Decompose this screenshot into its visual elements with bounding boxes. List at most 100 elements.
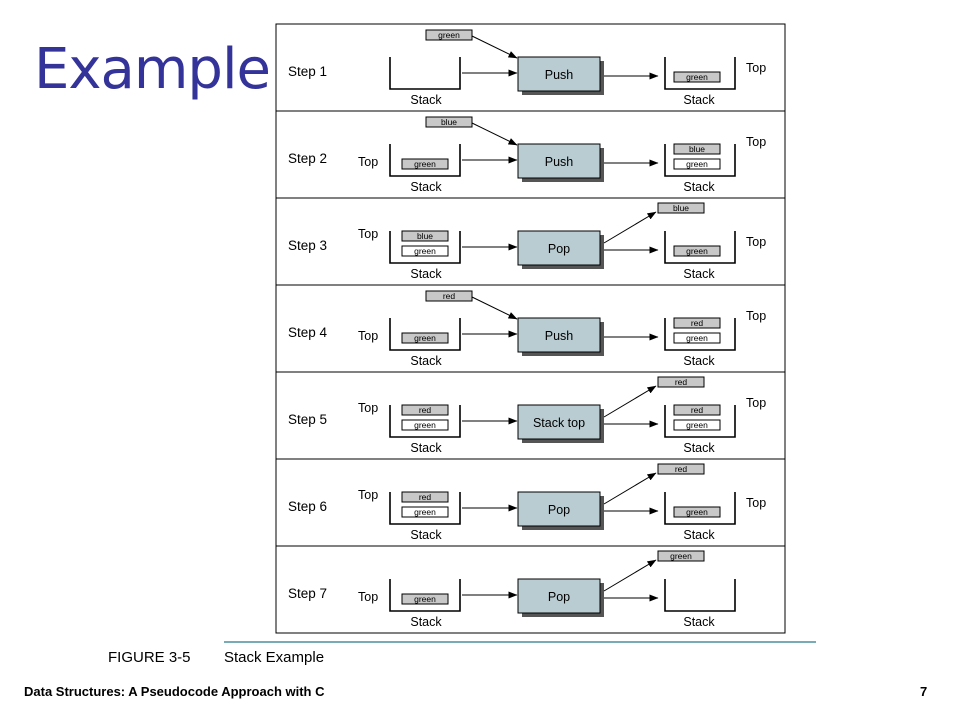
- top-label: Top: [746, 61, 766, 75]
- stack-before: [389, 144, 461, 177]
- operation-box: [517, 578, 601, 614]
- step-label: Step 7: [288, 586, 327, 601]
- footer-title: Data Structures: A Pseudocode Approach w…: [24, 684, 325, 699]
- stack-before: [389, 579, 461, 612]
- operation-label: Pop: [548, 242, 570, 256]
- output-element-label: red: [675, 464, 688, 474]
- stack-after: [664, 57, 736, 90]
- stack-label: Stack: [683, 267, 715, 281]
- input-element-box: [425, 116, 473, 128]
- stack-element-label: blue: [689, 144, 705, 154]
- stack-element-box: [401, 404, 449, 416]
- stack-label: Stack: [683, 528, 715, 542]
- stack-label: Stack: [683, 615, 715, 629]
- input-element-label: red: [443, 291, 456, 301]
- top-label: Top: [746, 135, 766, 149]
- operation-label: Push: [545, 68, 574, 82]
- stack-element-label: green: [414, 507, 436, 517]
- stack-element-label: green: [414, 594, 436, 604]
- stack-label: Stack: [410, 267, 442, 281]
- stack-label: Stack: [683, 180, 715, 194]
- stack-element-box: [401, 245, 449, 257]
- operation-label: Pop: [548, 590, 570, 604]
- stack-element-box: [401, 419, 449, 431]
- stack-after: [664, 318, 736, 351]
- stack-element-box: [673, 317, 721, 329]
- stack-element-box: [401, 491, 449, 503]
- operation-box: [517, 143, 601, 179]
- stack-element-box: [401, 230, 449, 242]
- stack-element-label: green: [414, 333, 436, 343]
- stack-after: [664, 144, 736, 177]
- step-label: Step 5: [288, 412, 327, 427]
- output-arrow: [603, 211, 657, 244]
- stack-label: Stack: [410, 93, 442, 107]
- input-arrow: [471, 35, 518, 59]
- input-element-label: blue: [441, 117, 457, 127]
- stack-element-label: green: [686, 507, 708, 517]
- output-element-box: [657, 463, 705, 475]
- step-panel: Step 6StackredgreenTopPopredStackgreenTo…: [275, 458, 786, 547]
- stack-element-box: [673, 71, 721, 83]
- output-arrow: [603, 472, 657, 505]
- page-number: 7: [920, 684, 928, 699]
- operation-box: [517, 56, 601, 92]
- stack-label: Stack: [410, 528, 442, 542]
- stack-element-box: [673, 143, 721, 155]
- stack-element-box: [673, 245, 721, 257]
- stack-before: [389, 57, 461, 90]
- operation-label: Push: [545, 329, 574, 343]
- top-label: Top: [746, 496, 766, 510]
- stack-element-box: [673, 506, 721, 518]
- stack-label: Stack: [410, 180, 442, 194]
- stack-element-label: red: [419, 405, 432, 415]
- output-element-label: blue: [673, 203, 689, 213]
- figure-label: FIGURE 3-5: [108, 649, 191, 666]
- output-element-box: [657, 202, 705, 214]
- operation-label: Pop: [548, 503, 570, 517]
- top-label: Top: [746, 235, 766, 249]
- step-panel: Step 3StackbluegreenTopPopblueStackgreen…: [275, 197, 786, 286]
- stack-element-label: green: [686, 333, 708, 343]
- output-element-box: [657, 550, 705, 562]
- output-arrow: [603, 385, 657, 418]
- operation-label: Push: [545, 155, 574, 169]
- stack-element-box: [401, 332, 449, 344]
- stack-label: Stack: [410, 615, 442, 629]
- input-element-label: green: [438, 30, 460, 40]
- step-label: Step 2: [288, 151, 327, 166]
- input-arrow: [471, 122, 518, 146]
- input-element-box: [425, 290, 473, 302]
- top-label: Top: [358, 590, 378, 604]
- stack-element-label: green: [686, 159, 708, 169]
- input-arrow: [471, 296, 518, 320]
- step-label: Step 1: [288, 64, 327, 79]
- top-label: Top: [358, 227, 378, 241]
- stack-before: [389, 405, 461, 438]
- slide-title: Example: [34, 37, 271, 102]
- top-label: Top: [746, 396, 766, 410]
- stack-element-label: green: [414, 246, 436, 256]
- stack-element-box: [401, 506, 449, 518]
- stack-after: [664, 492, 736, 525]
- stack-label: Stack: [410, 354, 442, 368]
- stack-element-label: red: [419, 492, 432, 502]
- stack-after: [664, 579, 736, 612]
- top-label: Top: [358, 155, 378, 169]
- stack-label: Stack: [683, 441, 715, 455]
- output-element-box: [657, 376, 705, 388]
- top-label: Top: [358, 329, 378, 343]
- figure-caption: Stack Example: [224, 649, 324, 666]
- stack-before: [389, 492, 461, 525]
- stack-element-box: [401, 158, 449, 170]
- top-label: Top: [358, 401, 378, 415]
- stack-element-label: green: [686, 246, 708, 256]
- stack-element-label: green: [686, 420, 708, 430]
- stack-element-box: [673, 419, 721, 431]
- stack-label: Stack: [410, 441, 442, 455]
